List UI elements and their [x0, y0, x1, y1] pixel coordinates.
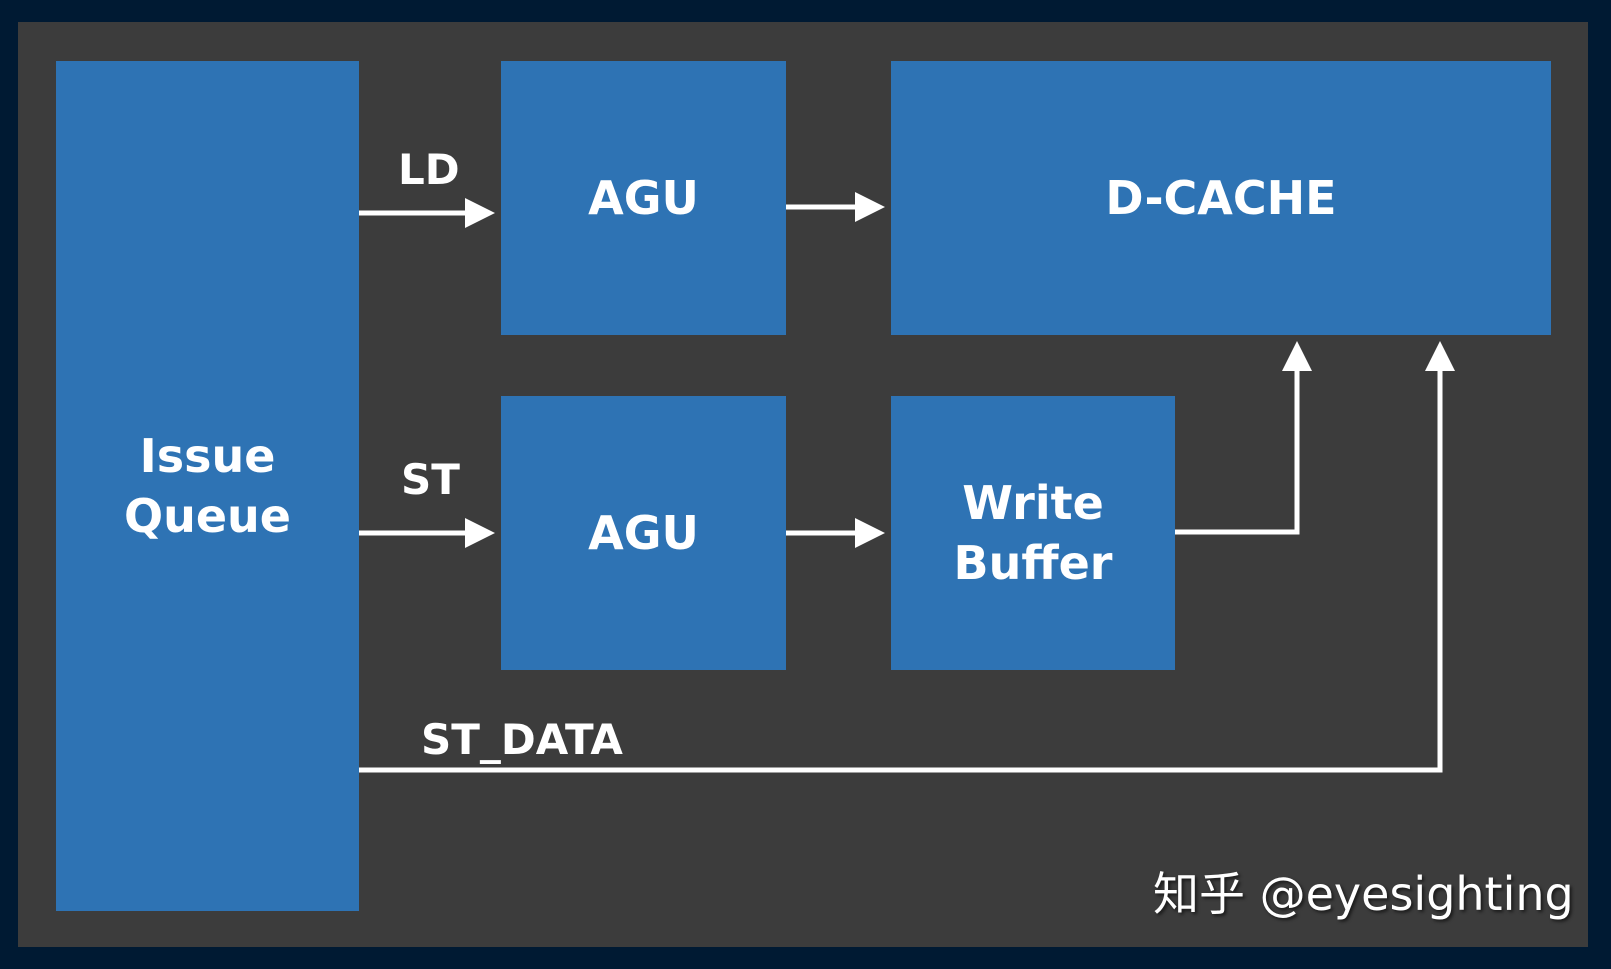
issue-queue-label-line1: Issue — [139, 429, 276, 483]
agu-load-block: AGU — [501, 61, 786, 335]
issue-queue-label-line2: Queue — [124, 489, 291, 543]
issue-queue-block: Issue Queue — [56, 61, 359, 911]
write-buffer-block: Write Buffer — [891, 396, 1175, 670]
st-data-to-dcache-arrow — [359, 341, 1455, 773]
agu-store-block: AGU — [501, 396, 786, 670]
agu-store-label: AGU — [588, 506, 699, 560]
watermark: 知乎 @eyesighting — [1153, 867, 1574, 921]
write-buffer-label-line2: Buffer — [953, 536, 1113, 590]
write-buffer-label-line1: Write — [962, 476, 1104, 530]
d-cache-block: D-CACHE — [891, 61, 1551, 335]
st-signal-label: ST — [401, 455, 460, 504]
d-cache-label: D-CACHE — [1105, 171, 1337, 225]
agu-load-label: AGU — [588, 171, 699, 225]
ld-signal-label: LD — [398, 145, 460, 194]
write-buffer-to-dcache-arrow — [1175, 341, 1312, 535]
st-data-signal-label: ST_DATA — [421, 715, 623, 764]
